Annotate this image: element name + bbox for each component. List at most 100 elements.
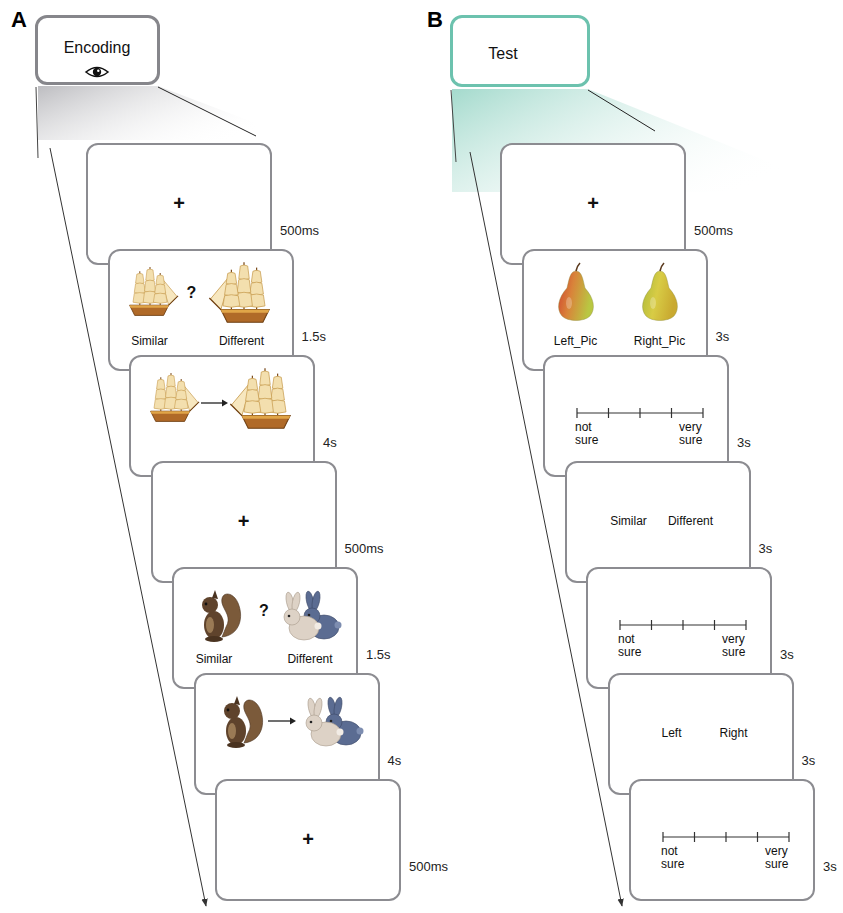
text-holder: very sure [679, 421, 702, 447]
eye-icon [97, 70, 99, 72]
ship-picture [151, 373, 199, 421]
text-holder: 500ms [280, 223, 319, 238]
text-holder: B [427, 7, 443, 33]
ship-picture [155, 275, 164, 285]
pear-picture [558, 271, 593, 321]
zoom-line [158, 87, 256, 136]
text-holder: not sure [575, 421, 598, 447]
screen-frame: + [86, 143, 272, 265]
zoom-line [588, 90, 655, 131]
eye-icon [93, 68, 101, 76]
squirrel-picture [204, 611, 224, 639]
screen-frame: ?SimilarDifferent [108, 249, 294, 371]
eye-icon [86, 68, 108, 77]
squirrel-picture [243, 700, 262, 743]
zoom-line [36, 87, 38, 158]
ship-picture [230, 404, 242, 416]
screen-text: very sure [679, 421, 702, 447]
ship-picture [155, 389, 166, 400]
text-holder: 3s [802, 753, 816, 768]
screen-text: Similar [196, 652, 233, 666]
zoom-shade [38, 86, 300, 140]
text-holder: + [173, 192, 185, 215]
duration-label: 1.5s [366, 647, 391, 662]
squirrel-picture [205, 603, 208, 606]
ship-picture [258, 385, 272, 400]
rating-scale [725, 832, 726, 842]
eye-icon [86, 68, 108, 77]
duration-label: 3s [737, 435, 751, 450]
pear-picture [642, 263, 677, 321]
rating-scale [577, 408, 703, 418]
ship-picture [247, 378, 258, 391]
text-holder: Similar [610, 514, 647, 528]
ship-picture [129, 305, 168, 315]
rabbits-picture [284, 590, 342, 640]
screen-frame: Left_PicRight_Pic [522, 249, 708, 371]
screen-text: very sure [765, 845, 788, 871]
zoom-line [451, 90, 456, 162]
screen-text: ? [259, 602, 269, 620]
duration-label: 3s [716, 329, 730, 344]
ship-picture [242, 416, 290, 429]
ship-picture [144, 280, 155, 292]
ship-picture [223, 295, 240, 308]
arrow-symbol [268, 718, 296, 725]
ship-picture [151, 411, 190, 414]
duration-label: 500ms [694, 223, 733, 238]
text-holder: Right [719, 726, 747, 740]
rating-scale [745, 620, 746, 630]
rabbits-picture [306, 696, 364, 746]
rabbits-picture [306, 715, 322, 731]
ship-picture [238, 265, 249, 280]
text-holder: not sure [618, 633, 641, 659]
ship-picture [145, 269, 154, 281]
text-holder: Different [668, 514, 713, 528]
squirrel-picture [206, 617, 214, 633]
ship-picture [272, 376, 283, 389]
squirrel-picture [224, 696, 263, 748]
squirrel-picture [212, 590, 218, 599]
text-holder: 1.5s [366, 647, 391, 662]
text-holder: 3s [759, 541, 773, 556]
screen-text: + [302, 828, 314, 851]
rating-scale [663, 832, 789, 842]
arrow-symbol [222, 400, 228, 407]
ship-picture [174, 399, 188, 409]
rating-scale [671, 408, 672, 418]
screen-text: not sure [661, 845, 684, 871]
rabbits-picture [288, 615, 291, 618]
text-holder: 3s [737, 435, 751, 450]
ship-picture [176, 390, 187, 400]
ship-picture [249, 282, 263, 295]
phase-title: Test [488, 45, 517, 63]
text-holder: + [302, 828, 314, 851]
text-holder: 500ms [409, 859, 448, 874]
rating-scale [608, 408, 609, 418]
screen-illustration [453, 18, 593, 90]
screen-frame: + [500, 143, 686, 265]
squirrel-picture [202, 590, 241, 642]
screen-frame: not sure very sure [629, 779, 815, 901]
squirrel-picture [227, 742, 245, 748]
ship-picture [177, 381, 186, 391]
ship-picture [226, 272, 237, 285]
arrow-symbol [201, 402, 224, 403]
text-holder: 4s [388, 753, 402, 768]
rating-scale [714, 620, 715, 630]
screen-text: Left [661, 726, 681, 740]
rating-scale [639, 408, 640, 418]
text-holder: very sure [765, 845, 788, 871]
duration-label: 3s [780, 647, 794, 662]
pear-picture [566, 297, 572, 309]
rating-scale [694, 832, 695, 842]
panel-letter: B [427, 7, 443, 33]
screen-text: Different [668, 514, 713, 528]
text-holder: Similar [131, 334, 168, 348]
duration-label: 500ms [409, 859, 448, 874]
ship-picture [242, 416, 290, 419]
screen-text: + [587, 192, 599, 215]
text-holder: Encoding [64, 39, 131, 57]
screen-text: not sure [575, 421, 598, 447]
screen-frame: Similar Different [565, 461, 751, 583]
